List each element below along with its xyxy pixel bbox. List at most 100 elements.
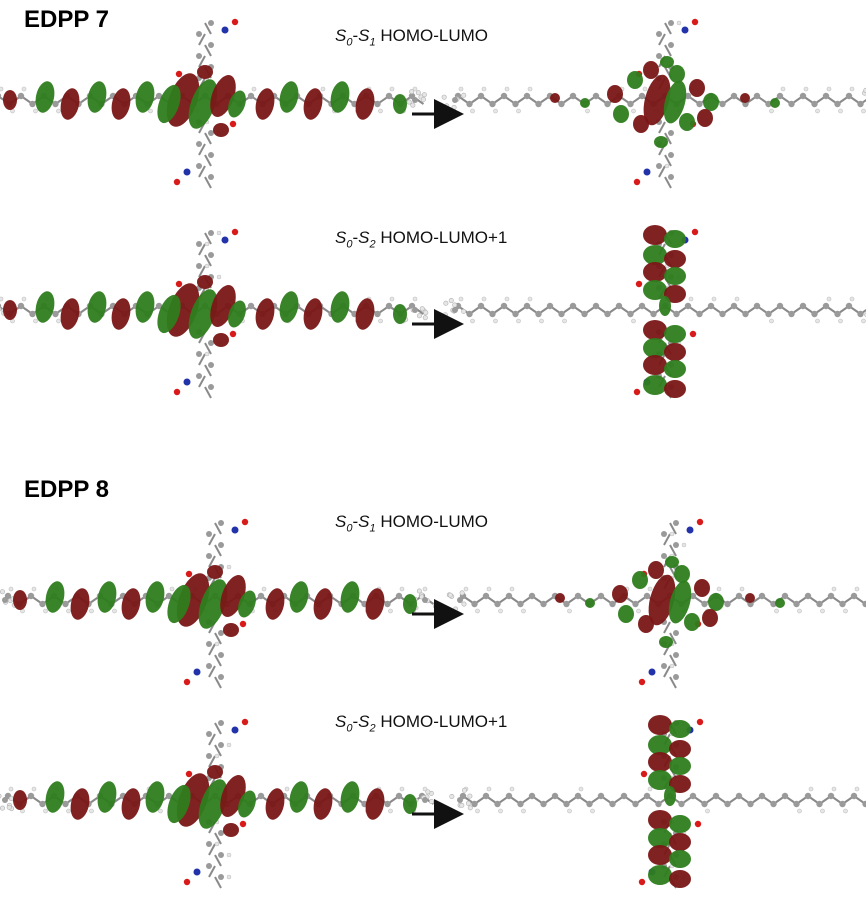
- hydrogen-atom: [716, 586, 722, 592]
- edpp7-title: EDPP 7: [24, 6, 109, 33]
- carbon-atom: [696, 100, 703, 108]
- hydrogen-atom: [688, 296, 694, 302]
- carbon-atom: [684, 302, 692, 310]
- orbital-lobe: [703, 93, 719, 111]
- carbon-atom: [592, 92, 600, 100]
- hydrogen-atom: [498, 608, 503, 614]
- carbon-atom: [218, 742, 224, 748]
- orbital-lobe: [167, 784, 191, 824]
- orbital-lobe: [668, 580, 692, 624]
- oxygen-atom: [239, 620, 247, 628]
- orbital-lobe: [679, 113, 695, 131]
- nitrogen-atom: [183, 168, 191, 176]
- carbon-atom: [673, 542, 679, 548]
- hydrogen-atom: [452, 302, 458, 308]
- carbon-atom: [742, 310, 749, 318]
- orbital-lobe: [145, 581, 165, 613]
- hydrogen-atom: [705, 808, 710, 814]
- carbon-atom: [165, 792, 173, 800]
- orbital-lobe: [188, 289, 218, 339]
- carbon-atom: [535, 100, 542, 108]
- hydrogen-atom: [0, 296, 4, 302]
- hydrogen-atom: [441, 94, 447, 100]
- oxygen-atom: [696, 718, 704, 726]
- carbon-atom: [218, 720, 224, 726]
- carbon-atom: [781, 592, 789, 600]
- orbital-lobe: [643, 262, 667, 282]
- orbital-lobe: [303, 88, 323, 120]
- orbital-lobe: [638, 615, 654, 633]
- orbital-lobe: [659, 296, 671, 316]
- carbon-atom: [558, 310, 565, 318]
- nitrogen-atom: [221, 26, 229, 34]
- carbon-atom: [776, 302, 784, 310]
- carbon-atom: [517, 800, 524, 808]
- orbital-lobe: [35, 291, 55, 323]
- carbon-atom: [208, 174, 214, 180]
- carbon-atom: [845, 92, 853, 100]
- carbon-atom: [489, 310, 496, 318]
- carbon-atom: [196, 241, 202, 247]
- carbon-atom: [412, 97, 418, 103]
- hydrogen-atom: [389, 296, 395, 302]
- carbon-atom: [218, 874, 224, 880]
- carbon-atom: [574, 792, 582, 800]
- orbital-lobe: [279, 81, 299, 113]
- carbon-atom: [643, 592, 651, 600]
- orbital-lobe: [627, 71, 643, 89]
- carbon-atom: [374, 100, 381, 108]
- hydrogen-atom: [226, 742, 232, 748]
- hydrogen-atom: [463, 586, 469, 592]
- nitrogen-atom: [681, 26, 689, 34]
- carbon-atom: [208, 362, 214, 368]
- carbon-atom: [196, 351, 202, 357]
- hydrogen-atom: [711, 296, 717, 302]
- edpp8-s1-label: S0-S1 HOMO-LUMO: [335, 512, 489, 535]
- hydrogen-atom: [590, 808, 595, 814]
- carbon-atom: [627, 100, 634, 108]
- oxygen-atom: [635, 280, 643, 288]
- carbon-atom: [574, 592, 582, 600]
- orbital-lobe: [330, 81, 350, 113]
- hydrogen-atom: [861, 108, 866, 114]
- hydrogen-atom: [664, 163, 670, 169]
- orbital-lobe: [643, 355, 667, 375]
- orbital-lobe: [664, 360, 686, 378]
- carbon-atom: [385, 92, 393, 100]
- hydrogen-atom: [493, 318, 498, 324]
- carbon-atom: [489, 100, 496, 108]
- carbon-atom: [673, 310, 680, 318]
- carbon-atom: [374, 310, 381, 318]
- hydrogen-atom: [461, 787, 467, 793]
- orbital-lobe: [393, 304, 407, 324]
- orbital-lobe: [303, 298, 323, 330]
- orbital-lobe: [648, 865, 672, 885]
- carbon-atom: [581, 310, 588, 318]
- hydrogen-atom: [444, 103, 450, 109]
- carbon-atom: [477, 302, 485, 310]
- hydrogen-atom: [66, 808, 71, 814]
- carbon-atom: [661, 531, 667, 537]
- hydrogen-atom: [251, 86, 257, 92]
- hydrogen-atom: [21, 86, 27, 92]
- hydrogen-atom: [458, 296, 464, 302]
- hydrogen-atom: [475, 608, 480, 614]
- hydrogen-atom: [89, 808, 94, 814]
- hydrogen-atom: [527, 296, 533, 302]
- carbon-atom: [604, 310, 611, 318]
- oxygen-atom: [638, 678, 646, 686]
- carbon-atom: [208, 130, 214, 136]
- hydrogen-atom: [8, 786, 14, 792]
- orbital-lobe: [197, 65, 213, 79]
- orbital-lobe: [355, 88, 375, 120]
- carbon-atom: [799, 92, 807, 100]
- orbital-lobe: [213, 333, 229, 347]
- orbital-lobe: [664, 325, 686, 343]
- carbon-atom: [523, 302, 531, 310]
- carbon-atom: [471, 600, 478, 608]
- carbon-atom: [827, 792, 835, 800]
- hydrogen-atom: [676, 20, 682, 26]
- nitrogen-atom: [193, 668, 201, 676]
- hydrogen-atom: [204, 241, 210, 247]
- orbital-lobe: [632, 571, 648, 589]
